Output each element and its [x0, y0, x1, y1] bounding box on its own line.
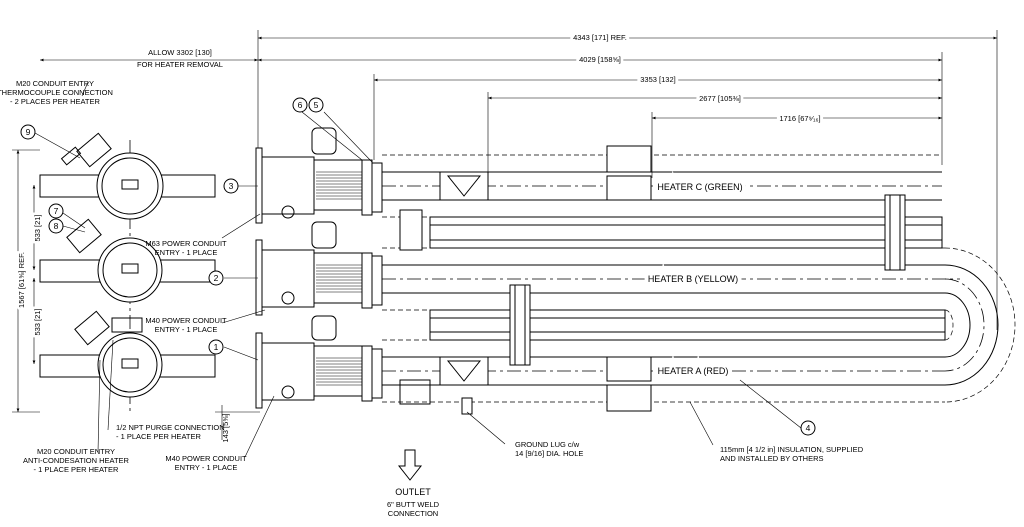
dim-vert-533b: 533 [21] — [33, 308, 42, 335]
note-outlet-2: 6" BUTT WELD — [387, 500, 440, 509]
balloon-8: 8 — [48, 218, 64, 234]
dim-2677: 2677 [105⅜] — [699, 94, 741, 103]
note-purge-1: 1/2 NPT PURGE CONNECTION — [116, 423, 225, 432]
svg-text:7: 7 — [54, 206, 59, 216]
balloon-5: 5 — [308, 97, 324, 113]
balloon-9: 9 — [20, 124, 36, 140]
note-outlet-1: OUTLET — [395, 487, 431, 497]
callout-notes: M20 CONDUIT ENTRY THERMOCOUPLE CONNECTIO… — [0, 79, 864, 518]
svg-text:5: 5 — [314, 100, 319, 110]
svg-text:2: 2 — [214, 273, 219, 283]
dim-3353: 3353 [132] — [640, 75, 675, 84]
dimension-lines: 4343 [171] REF. 4029 [158⅝] 3353 [132] 2… — [12, 30, 998, 443]
note-ground-2: 14 [9/16] DIA. HOLE — [515, 449, 583, 458]
balloon-1: 1 — [208, 339, 224, 355]
note-m20-anti-3: - 1 PLACE PER HEATER — [34, 465, 119, 474]
note-purge-2: - 1 PLACE PER HEATER — [116, 432, 201, 441]
note-m40-lower-2: ENTRY - 1 PLACE — [175, 463, 238, 472]
svg-text:8: 8 — [54, 221, 59, 231]
balloon-2: 2 — [208, 270, 224, 286]
item-balloons: 1 2 3 4 5 6 7 8 9 — [20, 97, 816, 436]
note-ground-1: GROUND LUG c/w — [515, 440, 580, 449]
balloon-7: 7 — [48, 203, 64, 219]
note-m20-anti-1: M20 CONDUIT ENTRY — [37, 447, 115, 456]
dim-overall: 4343 [171] REF. — [573, 33, 627, 42]
heater-b-label: HEATER B (YELLOW) — [648, 274, 738, 284]
balloon-6: 6 — [292, 97, 308, 113]
dim-allow-1: ALLOW 3302 [130] — [148, 48, 212, 57]
note-m20-thermo-2: THERMOCOUPLE CONNECTION — [0, 88, 113, 97]
outlet-arrow — [397, 449, 423, 481]
heater-c-label: HEATER C (GREEN) — [657, 182, 742, 192]
note-outlet-3: CONNECTION — [388, 509, 438, 518]
balloon-3: 3 — [223, 178, 239, 194]
svg-text:1: 1 — [214, 342, 219, 352]
balloon-4: 4 — [800, 420, 816, 436]
dim-vert-143: 143 [5⅝] — [221, 413, 230, 442]
note-insulation-2: AND INSTALLED BY OTHERS — [720, 454, 824, 463]
dim-4029: 4029 [158⅝] — [579, 55, 621, 64]
heater-a-label: HEATER A (RED) — [658, 366, 729, 376]
dim-allow-2: FOR HEATER REMOVAL — [137, 60, 223, 69]
pipes: HEATER C (GREEN) HEATER B (YELLOW) HEATE… — [382, 145, 1016, 415]
svg-text:6: 6 — [298, 100, 303, 110]
note-m40-upper-2: ENTRY - 1 PLACE — [155, 325, 218, 334]
svg-text:3: 3 — [229, 181, 234, 191]
dim-1716: 1716 [67⁹⁄₁₆] — [779, 114, 820, 123]
note-m20-thermo-3: - 2 PLACES PER HEATER — [10, 97, 100, 106]
note-m20-thermo-1: M20 CONDUIT ENTRY — [16, 79, 94, 88]
dim-vert-total: 1567 [61⅝] REF. — [17, 252, 26, 308]
note-insulation-1: 115mm [4 1/2 in] INSULATION, SUPPLIED — [720, 445, 864, 454]
end-view — [39, 132, 216, 415]
heater-body — [255, 127, 383, 409]
note-m40-upper-1: M40 POWER CONDUIT — [145, 316, 227, 325]
note-m20-anti-2: ANTI-CONDESATION HEATER — [23, 456, 130, 465]
note-m63-1: M63 POWER CONDUIT — [145, 239, 227, 248]
svg-text:9: 9 — [26, 127, 31, 137]
note-m63-2: ENTRY - 1 PLACE — [155, 248, 218, 257]
svg-text:4: 4 — [806, 423, 811, 433]
dim-vert-533a: 533 [21] — [33, 214, 42, 241]
leader-lines — [34, 81, 802, 458]
note-m40-lower-1: M40 POWER CONDUIT — [165, 454, 247, 463]
